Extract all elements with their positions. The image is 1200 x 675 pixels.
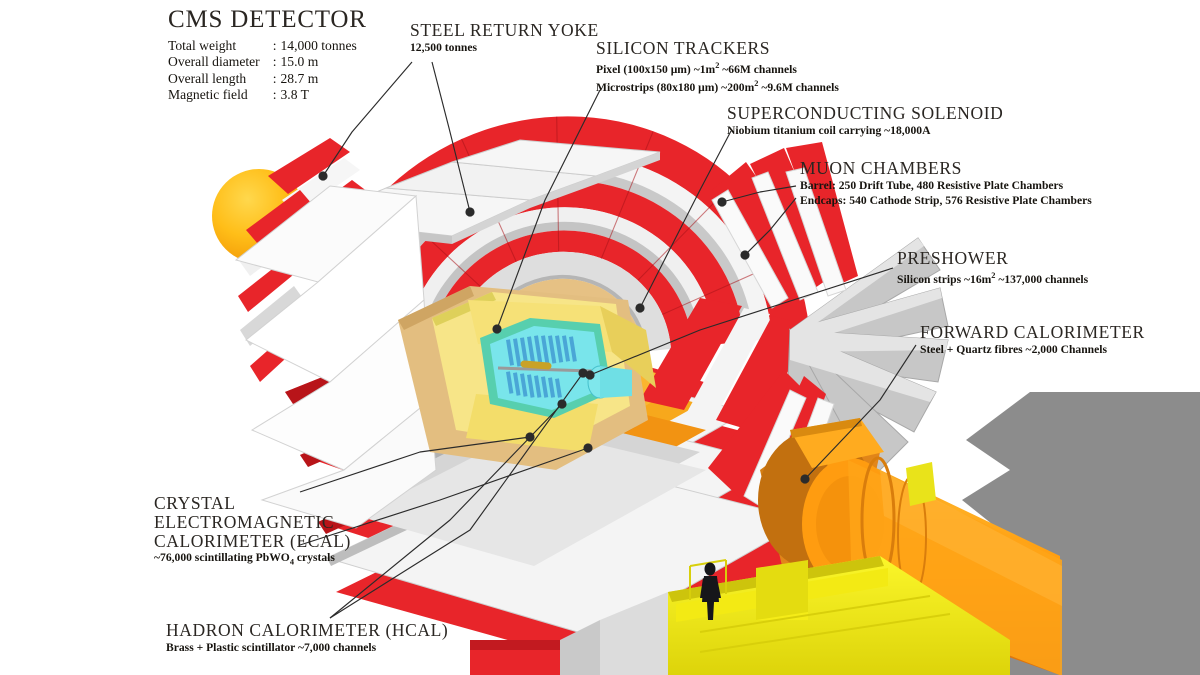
leader-dot — [635, 303, 645, 313]
callout-heading: SILICON TRACKERS — [596, 38, 771, 58]
inner-cutaway — [398, 286, 656, 470]
spec-key: Overall length — [168, 70, 247, 86]
leader-dot — [740, 250, 750, 260]
spec-value: 14,000 tonnes — [280, 38, 357, 53]
spec-value: 28.7 m — [280, 70, 319, 86]
support-platform — [668, 556, 1010, 675]
callout-heading: FORWARD CALORIMETER — [920, 322, 1145, 342]
leader-hcal-a — [329, 403, 563, 619]
callout-heading-line: CRYSTAL — [154, 493, 236, 513]
leader-dot — [717, 197, 727, 207]
leader-hcal-b — [329, 372, 584, 619]
leader-dot — [492, 324, 502, 334]
tracker-disk-stacks-lower — [505, 371, 562, 398]
callout-subline: 12,500 tonnes — [410, 41, 477, 54]
callout-leader-dots — [318, 171, 810, 484]
spec-key: Magnetic field — [168, 86, 248, 102]
leader-ecal-b — [299, 447, 589, 546]
callout-heading: SUPERCONDUCTING SOLENOID — [727, 103, 1004, 123]
leader-dot — [585, 370, 595, 380]
leader-dot — [578, 368, 588, 378]
callout-heading: MUON CHAMBERS — [800, 158, 962, 178]
human-scale-figure — [700, 562, 721, 620]
callout-preshower: PRESHOWER Silicon strips ~16m2 ~137,000 c… — [897, 248, 1088, 287]
leader-trackers — [496, 89, 601, 330]
leader-steel-yoke-a — [322, 61, 413, 177]
spec-row: Total weight:14,000 tonnes — [168, 38, 357, 54]
leader-ecal-a — [299, 436, 531, 493]
endcap-grey-petal-highlights — [790, 238, 948, 402]
callout-subline: Pixel (100x150 μm) ~1m2 ~66M channels — [596, 61, 797, 76]
callout-subline: ~76,000 scintillating PbWO4 crystals — [154, 551, 335, 567]
callout-subline: Microstrips (80x180 μm) ~200m2 ~9.6M cha… — [596, 79, 839, 95]
leader-fwd-cal — [804, 344, 917, 480]
leader-muon-a — [721, 185, 797, 203]
page-title: CMS DETECTOR — [168, 6, 367, 33]
top-muon-plates — [308, 139, 661, 244]
spec-row: Magnetic field:3.8 T — [168, 87, 357, 103]
callout-subline: Steel + Quartz fibres ~2,000 Channels — [920, 343, 1107, 356]
callout-subline: Barrel: 250 Drift Tube, 480 Resistive Pl… — [800, 179, 1064, 192]
spec-separator: : — [272, 38, 277, 53]
callout-subline: Niobium titanium coil carrying ~18,000A — [727, 124, 931, 137]
callout-subline: Endcaps: 540 Cathode Strip, 576 Resistiv… — [800, 193, 1092, 207]
pixel-detector — [520, 360, 552, 370]
callout-heading: PRESHOWER — [897, 248, 1009, 268]
upper-left-yoke-shell — [234, 138, 437, 529]
spec-separator: : — [272, 54, 277, 70]
leader-dot — [525, 432, 535, 442]
tracker-disk-stacks — [506, 335, 577, 367]
spec-value: 15.0 m — [280, 54, 319, 70]
leader-dot — [465, 207, 475, 217]
leader-muon-b — [744, 197, 797, 256]
leader-preshower — [589, 267, 894, 376]
callout-subline: Brass + Plastic scintillator ~7,000 chan… — [166, 641, 377, 654]
leader-steel-yoke-b — [431, 61, 471, 213]
spec-row: Overall length:28.7 m — [168, 71, 357, 87]
callout-heading: HADRON CALORIMETER (HCAL) — [166, 620, 449, 640]
leader-dot — [583, 443, 593, 453]
callout-leader-lines — [299, 61, 917, 619]
spec-separator: : — [272, 70, 277, 86]
callout-heading-line: CALORIMETER (ECAL) — [154, 531, 351, 551]
spec-value: 3.8 T — [280, 86, 309, 102]
leader-dot — [800, 474, 810, 484]
side-structure — [470, 592, 668, 675]
leader-dot — [557, 399, 567, 409]
spec-key: Total weight — [168, 38, 237, 53]
spec-row: Overall diameter:15.0 m — [168, 54, 357, 70]
spec-key: Overall diameter — [168, 54, 260, 70]
leader-solenoid — [639, 130, 732, 309]
callout-heading-line: ELECTROMAGNETIC — [154, 512, 335, 532]
callout-hadron-hcal: HADRON CALORIMETER (HCAL)Brass + Plastic… — [166, 620, 448, 656]
callout-heading: STEEL RETURN YOKE — [410, 20, 599, 40]
spec-separator: : — [272, 86, 277, 102]
leader-dot — [318, 171, 328, 181]
callout-subline: Silicon strips ~16m2 ~137,000 channels — [897, 271, 1089, 286]
callout-silicon-trackers: SILICON TRACKERS Pixel (100x150 μm) ~1m2 … — [596, 38, 839, 96]
